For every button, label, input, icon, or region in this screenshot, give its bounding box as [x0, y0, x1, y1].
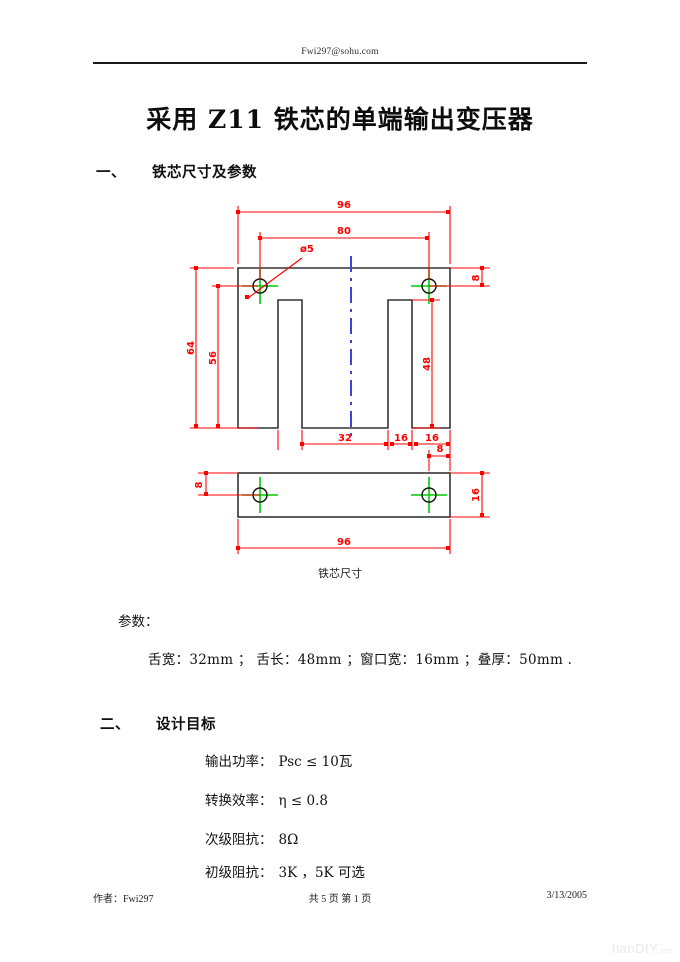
section-title-1: 铁芯尺寸及参数: [152, 164, 257, 181]
dim-side-overall: [236, 519, 451, 554]
goal-label-3: 初级阻抗：: [205, 865, 273, 881]
dim-left-inner: [212, 284, 258, 429]
design-goal-secondary-impedance: 次级阻抗： 8Ω: [205, 828, 298, 848]
header-divider: [93, 62, 587, 64]
dim-left-inner-label: 56: [208, 351, 219, 365]
dim-bottom-tongue-label: 32: [338, 433, 352, 444]
dim-side-height: [450, 471, 490, 518]
section-number-2: 二、: [100, 716, 130, 733]
footer-date: 3/13/2005: [546, 890, 587, 901]
design-goal-efficiency: 转换效率： η ≤ 0.8: [205, 789, 328, 809]
side-hole-right: [411, 477, 447, 513]
goal-value-2: 8Ω: [278, 832, 299, 848]
dim-window-depth: [412, 298, 440, 429]
watermark: haoDIY.net: [612, 941, 672, 956]
hole-note-leader: [245, 257, 303, 299]
section-heading-2: 二、 设计目标: [100, 713, 216, 734]
dim-top-hole-span: [258, 232, 430, 280]
figure-caption: 铁芯尺寸: [318, 567, 362, 580]
section-heading-1: 一、 铁芯尺寸及参数: [96, 161, 257, 182]
dim-top-hole-span-label: 80: [337, 226, 351, 237]
hole-note-label: ø5: [300, 244, 314, 255]
dim-side-top-edge: [427, 450, 451, 471]
design-goal-output-power: 输出功率： Psc ≤ 10瓦: [205, 750, 352, 770]
goal-label-0: 输出功率：: [205, 754, 273, 770]
dim-side-left-edge: [198, 471, 260, 496]
goal-label-2: 次级阻抗：: [205, 832, 273, 848]
dim-side-height-label: 16: [471, 488, 482, 502]
front-view-outline: [237, 267, 451, 429]
dim-side-left-edge-label: 8: [194, 481, 205, 488]
goal-value-0: Psc ≤ 10瓦: [278, 754, 353, 770]
parameters-values: 舌宽：32mm ； 舌长：48mm ；窗口宽：16mm ；叠厚：50mm .: [148, 652, 573, 668]
dim-window-depth-label: 48: [422, 357, 433, 371]
watermark-text: haoDIY: [611, 941, 659, 956]
core-dimension-drawing: ø5 96 80: [150, 188, 530, 558]
watermark-suffix: .net: [658, 948, 672, 955]
dim-right-edge-label: 8: [471, 274, 482, 281]
dim-top-overall: [236, 206, 451, 264]
dim-top-overall-label: 96: [337, 200, 351, 211]
parameters-label: 参数：: [118, 614, 159, 630]
dim-bottom-window-2-label: 16: [425, 433, 439, 444]
dim-side-overall-label: 96: [337, 537, 351, 548]
dim-bottom-window-1-label: 16: [394, 433, 408, 444]
dim-bottom-group: [277, 430, 451, 450]
goal-label-1: 转换效率：: [205, 793, 273, 809]
dim-left-overall-label: 64: [186, 341, 197, 355]
footer-page-count: 共 5 页 第 1 页: [308, 894, 372, 905]
section-number-1: 一、: [96, 164, 126, 181]
goal-value-1: η ≤ 0.8: [278, 793, 328, 809]
header-email: Fwi297@sohu.com: [301, 47, 379, 57]
dim-right-edge: [429, 266, 490, 287]
page-footer: 作者：Fwi297 共 5 页 第 1 页 3/13/2005: [93, 890, 587, 906]
page-title: 采用 Z11 铁芯的单端输出变压器: [146, 105, 534, 134]
footer-author: 作者：Fwi297: [93, 894, 154, 905]
section-title-2: 设计目标: [156, 716, 216, 733]
dim-side-top-edge-label: 8: [437, 444, 444, 455]
design-goal-primary-impedance: 初级阻抗： 3K ，5K 可选: [205, 861, 365, 881]
goal-value-3: 3K ，5K 可选: [278, 865, 365, 881]
